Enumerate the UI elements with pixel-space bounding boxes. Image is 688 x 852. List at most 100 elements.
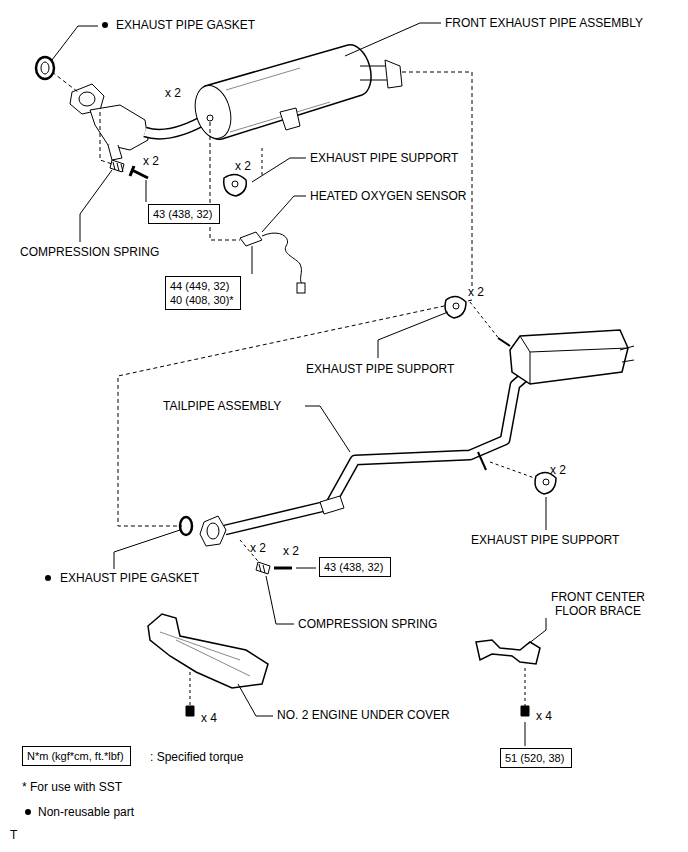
torque-value: 51 (520, 38) — [505, 751, 567, 765]
quantity-label: x 2 — [143, 154, 159, 168]
pipe-flange — [79, 92, 95, 106]
pipe-flange — [200, 516, 226, 546]
tail-outlet — [620, 346, 634, 362]
torque-value: 43 (438, 32) — [153, 207, 215, 221]
catalytic-converter — [90, 105, 148, 150]
part-label: COMPRESSION SPRING — [298, 617, 437, 631]
note-text: * For use with SST — [22, 780, 122, 794]
support-rubber — [232, 181, 238, 187]
pipe-flange — [207, 523, 219, 539]
quantity-label: x 2 — [235, 159, 251, 173]
dashed-guide — [470, 302, 500, 340]
leader-line — [262, 196, 306, 232]
part-label: EXHAUST PIPE GASKET — [60, 571, 199, 585]
tail-muffler — [520, 336, 628, 384]
torque-box: 51 (520, 38) — [500, 748, 572, 768]
compression-spring — [259, 564, 265, 573]
sensor-boss — [207, 115, 213, 121]
compression-spring — [256, 562, 270, 574]
muffler-end — [190, 82, 237, 143]
leader-line — [546, 497, 547, 530]
exhaust-pipe — [360, 66, 388, 80]
cover-shading — [160, 632, 250, 676]
support-rubber — [445, 296, 466, 318]
torque-box: 43 (438, 32) — [319, 557, 391, 577]
leader-line — [528, 618, 546, 644]
quantity-label: x 2 — [550, 463, 566, 477]
leader-line — [238, 684, 273, 716]
hanger-bracket — [320, 496, 344, 514]
sensor-connector — [297, 283, 305, 293]
support-rubber — [453, 303, 459, 309]
leader-line — [52, 26, 98, 60]
part-label: FRONT CENTER FLOOR BRACE — [548, 590, 648, 618]
tailpipe — [225, 372, 530, 530]
leader-line — [296, 568, 316, 569]
part-label: EXHAUST PIPE SUPPORT — [471, 533, 619, 547]
oxygen-sensor — [240, 232, 262, 246]
hanger-rod — [498, 338, 510, 346]
page-mark: T — [10, 828, 17, 842]
leader-line — [305, 406, 350, 452]
non-reusable-bullet — [102, 22, 108, 28]
part-label: NO. 2 ENGINE UNDER COVER — [277, 708, 450, 722]
quantity-label: x 2 — [165, 86, 181, 100]
gasket-symbol — [180, 517, 192, 535]
note-text: Non-reusable part — [38, 805, 134, 819]
bolt — [186, 706, 194, 716]
dashed-guide — [262, 148, 263, 178]
compression-spring — [113, 162, 123, 172]
torque-box: 43 (438, 32) — [148, 204, 220, 224]
torque-value: N*m (kgf*cm, ft.*lbf) — [27, 749, 126, 763]
leader-line — [525, 722, 526, 746]
leader-line — [114, 530, 180, 569]
part-label: EXHAUST PIPE SUPPORT — [306, 362, 454, 376]
part-label: HEATED OXYGEN SENSOR — [310, 189, 466, 203]
torque-value: 43 (438, 32) — [324, 560, 386, 574]
part-label: COMPRESSION SPRING — [20, 245, 159, 259]
legend-text: : Specified torque — [150, 750, 243, 764]
dashed-guide — [490, 462, 540, 480]
part-label: TAILPIPE ASSEMBLY — [163, 399, 281, 413]
leader-line — [378, 312, 448, 358]
leader-line — [266, 576, 294, 624]
support-rubber — [543, 479, 549, 485]
torque-value: 44 (449, 32) — [170, 279, 236, 293]
engine-under-cover — [148, 614, 268, 688]
quantity-label: x 2 — [468, 285, 484, 299]
leader-line — [146, 180, 147, 202]
torque-box: 44 (449, 32)40 (408, 30)* — [165, 276, 241, 310]
tailpipe — [225, 372, 530, 530]
quantity-label: x 2 — [250, 541, 266, 555]
quantity-label: x 4 — [201, 711, 217, 725]
leader-line — [345, 23, 441, 56]
torque-value: 40 (408, 30)* — [170, 293, 236, 307]
catalytic-converter — [108, 145, 122, 160]
part-label: EXHAUST PIPE GASKET — [116, 18, 255, 32]
dashed-guide — [525, 668, 526, 706]
hanger-bracket — [280, 108, 300, 130]
floor-brace — [476, 640, 540, 664]
quantity-label: x 2 — [283, 544, 299, 558]
leader-line — [80, 170, 112, 242]
sensor-wire — [262, 233, 302, 284]
gasket-symbol — [36, 57, 54, 79]
bolt — [274, 567, 292, 570]
leader-line — [252, 246, 253, 274]
quantity-label: x 4 — [536, 709, 552, 723]
dashed-guide — [100, 112, 112, 164]
dashed-guide — [52, 72, 78, 92]
gasket-symbol — [41, 62, 49, 74]
torque-legend-box: N*m (kgf*cm, ft.*lbf) — [22, 746, 131, 766]
non-reusable-bullet — [25, 809, 31, 815]
hanger-rod — [478, 452, 486, 470]
part-label: FRONT EXHAUST PIPE ASSEMBLY — [445, 16, 643, 30]
muffler-shading — [226, 68, 330, 132]
bolt — [521, 706, 529, 716]
tail-muffler — [510, 330, 628, 384]
support-rubber — [224, 174, 247, 196]
part-label: EXHAUST PIPE SUPPORT — [310, 151, 458, 165]
pipe-flange — [385, 60, 402, 88]
non-reusable-bullet — [45, 575, 51, 581]
